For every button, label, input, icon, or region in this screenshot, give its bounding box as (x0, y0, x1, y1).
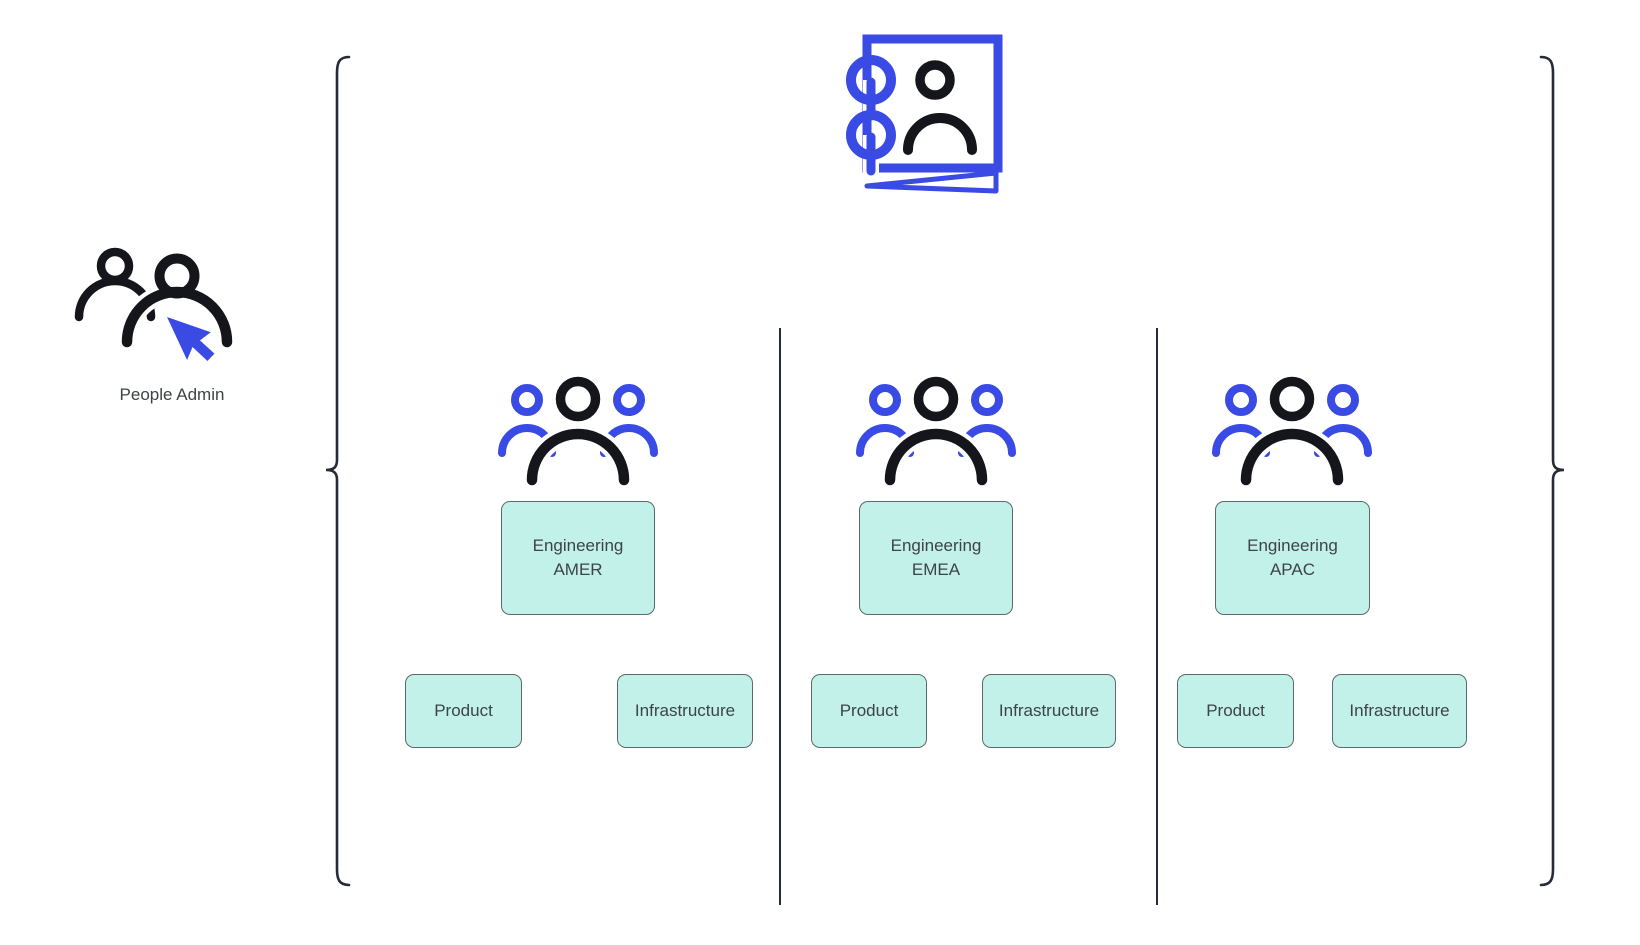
team-icon[interactable] (1212, 376, 1372, 486)
node-label-line: Engineering (1247, 536, 1338, 555)
left-brace (325, 55, 351, 887)
contact-head (915, 60, 955, 100)
divider-amer-emea (779, 328, 781, 905)
team-icon[interactable] (856, 376, 1016, 486)
engineering-apac-node[interactable]: Engineering APAC (1215, 501, 1370, 615)
node-label: Product (839, 701, 899, 720)
engineering-emea-node[interactable]: Engineering EMEA (859, 501, 1013, 615)
right-brace (1539, 55, 1565, 887)
node-label-line: AMER (553, 560, 603, 579)
emea-product-node[interactable]: Product (811, 674, 927, 748)
contact-shoulders (903, 113, 977, 155)
amer-infrastructure-node[interactable]: Infrastructure (617, 674, 753, 748)
divider-emea-apac (1156, 328, 1158, 905)
node-label-line: Engineering (532, 536, 624, 555)
directory-node[interactable] (836, 28, 1006, 198)
node-label: Product (434, 701, 493, 720)
engineering-amer-node[interactable]: Engineering AMER (501, 501, 655, 615)
node-label-line: Engineering (890, 536, 982, 555)
people-admin-label: People Admin (119, 385, 225, 404)
team-icon[interactable] (498, 376, 658, 486)
apac-infrastructure-node[interactable]: Infrastructure (1332, 674, 1467, 748)
emea-infrastructure-node[interactable]: Infrastructure (982, 674, 1116, 748)
page-flap (864, 170, 999, 194)
people-admin-node[interactable] (72, 238, 242, 388)
people-admin-cursor-icon (74, 247, 237, 362)
cursor-arrow (167, 317, 215, 362)
amer-product-node[interactable]: Product (405, 674, 522, 748)
node-label: Infrastructure (1349, 701, 1450, 720)
apac-product-node[interactable]: Product (1177, 674, 1294, 748)
node-label: Infrastructure (634, 701, 736, 720)
contact-book-icon (846, 34, 1003, 194)
node-label: Product (1206, 701, 1265, 720)
node-label-line: EMEA (911, 560, 961, 579)
node-label: Infrastructure (998, 701, 1100, 720)
node-label-line: APAC (1269, 560, 1316, 579)
